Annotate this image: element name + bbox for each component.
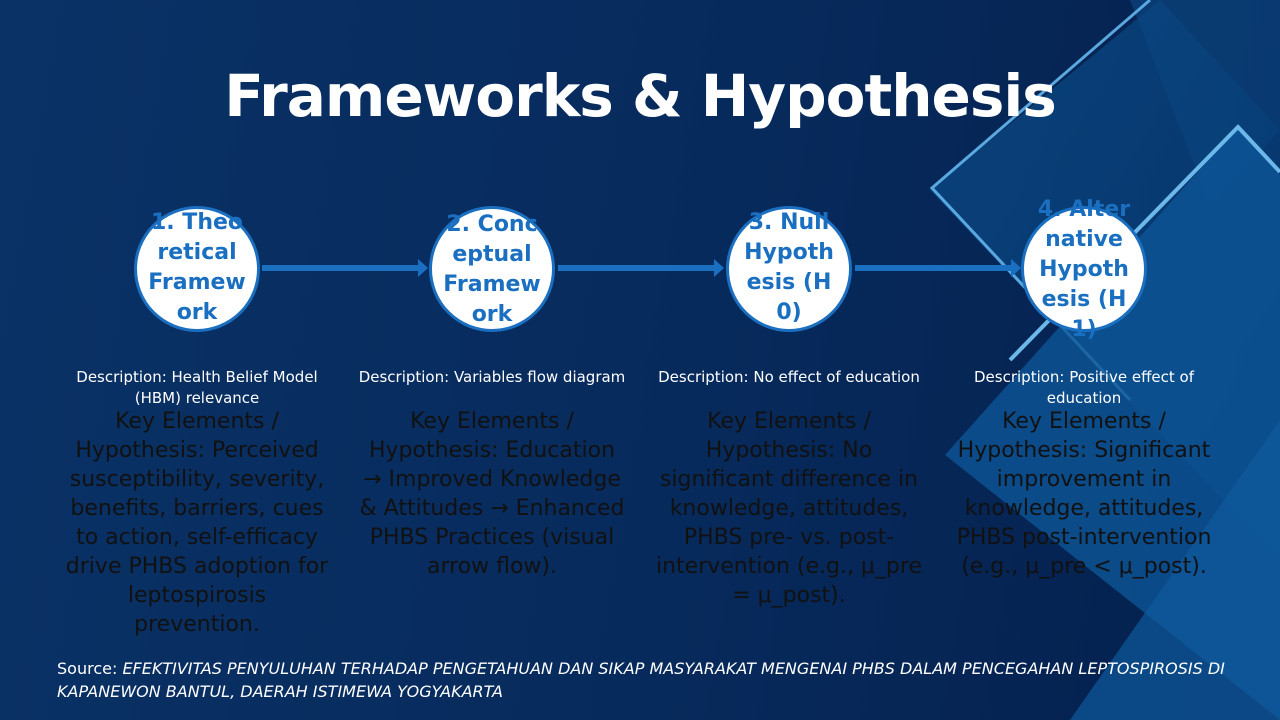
step-circle <box>1021 206 1147 332</box>
step-key-elements: Key Elements / Hypothesis: No significan… <box>655 409 922 608</box>
flow-arrow <box>262 259 428 277</box>
step-circle <box>429 206 555 332</box>
slide-title: Frameworks & Hypothesis <box>224 62 1057 130</box>
source-prefix: Source: <box>57 659 123 678</box>
flow-arrow <box>558 259 724 277</box>
flow-arrow <box>855 259 1021 277</box>
step-label: 1. Theoretical Framework <box>148 210 246 325</box>
step-label: 3. Null Hypothesis (H0) <box>744 210 834 325</box>
source-text: EFEKTIVITAS PENYULUHAN TERHADAP PENGETAH… <box>57 659 1225 701</box>
step-label: 4. Alternative Hypothesis (H1) <box>1037 197 1131 342</box>
step-description: Description: Variables flow diagram <box>358 368 626 386</box>
step-description: Description: Health Belief Model (HBM) r… <box>76 368 318 407</box>
step-label: 2. Conceptual Framework <box>443 212 541 327</box>
step-key-elements: Key Elements / Hypothesis: Perceived sus… <box>65 409 329 637</box>
source-citation: Source: EFEKTIVITAS PENYULUHAN TERHADAP … <box>57 657 1280 703</box>
step-circle <box>726 206 852 332</box>
step-description: Description: Positive effect of educatio… <box>974 368 1194 407</box>
step-description: Description: No effect of education <box>658 368 920 386</box>
step-key-elements: Key Elements / Hypothesis: Significant i… <box>956 409 1212 579</box>
step-circle <box>134 206 260 332</box>
step-key-elements: Key Elements / Hypothesis: Education → I… <box>359 409 625 579</box>
